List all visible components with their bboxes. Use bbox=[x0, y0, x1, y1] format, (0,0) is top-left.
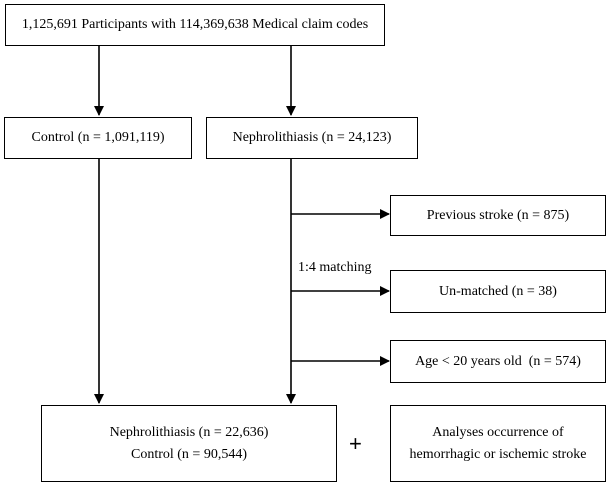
matching-label: 1:4 matching bbox=[298, 260, 372, 275]
nephrolithiasis-box: Nephrolithiasis (n = 24,123) bbox=[206, 117, 418, 159]
age-exclusion-text: Age < 20 years old (n = 574) bbox=[415, 353, 581, 369]
final-cohort-box: Nephrolithiasis (n = 22,636) Control (n … bbox=[41, 405, 337, 482]
top-participants-box: 1,125,691 Participants with 114,369,638 … bbox=[5, 4, 385, 46]
plus-sign: + bbox=[349, 431, 362, 456]
analysis-line-1: Analyses occurrence of bbox=[432, 424, 564, 440]
unmatched-text: Un-matched (n = 38) bbox=[439, 283, 557, 299]
control-box: Control (n = 1,091,119) bbox=[4, 117, 192, 159]
nephrolithiasis-text: Nephrolithiasis (n = 24,123) bbox=[232, 130, 392, 146]
control-text: Control (n = 1,091,119) bbox=[31, 130, 165, 146]
final-nephro-text: Nephrolithiasis (n = 22,636) bbox=[109, 424, 269, 440]
previous-stroke-text: Previous stroke (n = 875) bbox=[426, 207, 570, 223]
final-control-text: Control (n = 90,544) bbox=[130, 446, 247, 462]
analysis-box: Analyses occurrence of hemorrhagic or is… bbox=[390, 405, 606, 482]
top-participants-text: 1,125,691 Participants with 114,369,638 … bbox=[21, 17, 369, 33]
unmatched-box: Un-matched (n = 38) bbox=[390, 270, 606, 313]
age-exclusion-box: Age < 20 years old (n = 574) bbox=[390, 340, 606, 383]
analysis-line-2: hemorrhagic or ischemic stroke bbox=[409, 446, 587, 462]
previous-stroke-box: Previous stroke (n = 875) bbox=[390, 195, 606, 236]
